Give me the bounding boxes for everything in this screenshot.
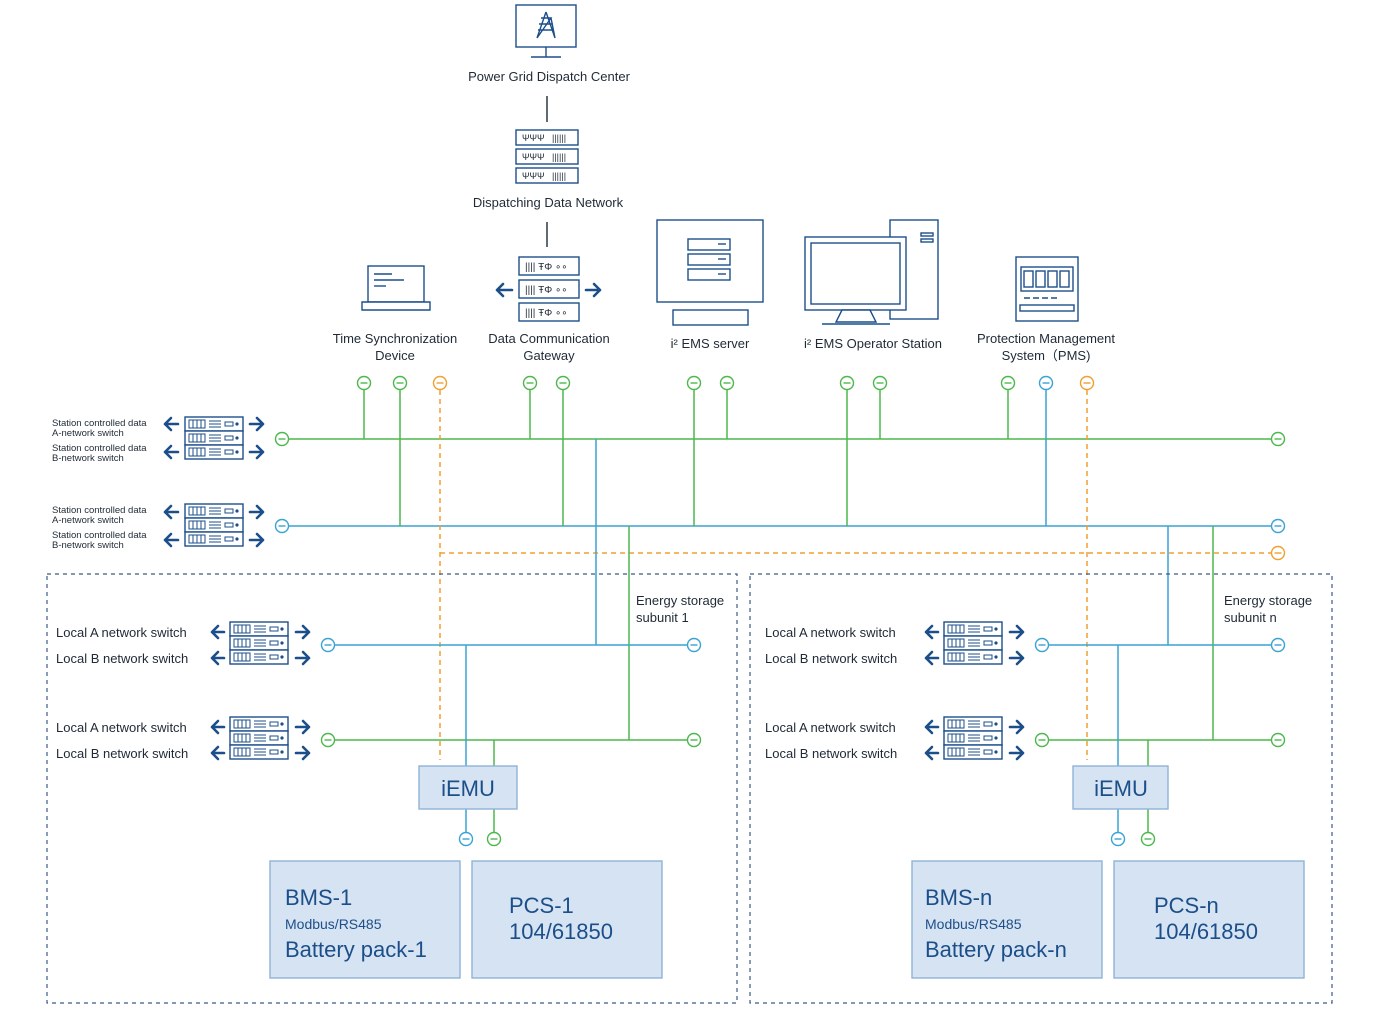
svg-text:||||||: |||||| <box>552 171 566 181</box>
svg-text:|||| ŦΦ ∘∘: |||| ŦΦ ∘∘ <box>525 262 568 273</box>
station-switch-b-label-2: B-network switch <box>52 453 124 464</box>
station-switch-b-label-4: B-network switch <box>52 540 124 551</box>
subunit-n-pcs-title: PCS-n <box>1154 893 1219 918</box>
station-switch-b-label-3: Station controlled data <box>52 530 147 541</box>
station-switch-a-label-2: A-network switch <box>52 428 124 439</box>
subunit-1-local-a-1: Local A network switch <box>56 625 187 640</box>
svg-text:ΨΨΨ: ΨΨΨ <box>522 133 545 143</box>
gateway-server-icon: |||| ŦΦ ∘∘ |||| ŦΦ ∘∘ |||| ŦΦ ∘∘ <box>518 256 580 322</box>
subunit-n-local-b-2: Local B network switch <box>765 746 897 761</box>
subunit-n-local-b-1: Local B network switch <box>765 651 897 666</box>
ems-server-icon <box>656 219 764 326</box>
subunit-n-iemu-box <box>1072 765 1169 810</box>
station-switch-group-1 <box>163 416 265 460</box>
time-sync-label-2: Device <box>375 348 415 363</box>
gateway-label-2: Gateway <box>523 348 575 363</box>
gateway-label-1: Data Communication <box>488 331 609 346</box>
svg-text:ΨΨΨ: ΨΨΨ <box>522 171 545 181</box>
pms-label-1: Protection Management <box>977 331 1115 346</box>
subunit-1-iemu-label: iEMU <box>441 776 495 801</box>
subunit-1-local-a-2: Local A network switch <box>56 720 187 735</box>
station-switch-a-label-1: Station controlled data <box>52 418 147 429</box>
subunit-1-pcs-title: PCS-1 <box>509 893 574 918</box>
dispatching-network-label: Dispatching Data Network <box>473 195 624 210</box>
svg-text:|||| ŦΦ ∘∘: |||| ŦΦ ∘∘ <box>525 308 568 319</box>
subunit-n-bms-box <box>911 860 1103 979</box>
subunit-1-bms-title: BMS-1 <box>285 885 352 910</box>
station-switch-b-label-1: Station controlled data <box>52 443 147 454</box>
subunit-n-local-a-1: Local A network switch <box>765 625 896 640</box>
subunit-n-iemu-label: iEMU <box>1094 776 1148 801</box>
pms-device-icon <box>1015 256 1079 322</box>
station-switch-a-label-4: A-network switch <box>52 515 124 526</box>
energy-storage-subunit-n: Energy storage subunit n Local A network… <box>749 573 1333 1004</box>
svg-text:|||| ŦΦ ∘∘: |||| ŦΦ ∘∘ <box>525 285 568 296</box>
ems-server-label: i² EMS server <box>671 336 750 351</box>
ems-operator-station-icon <box>804 219 939 325</box>
subunit-1-pcs-box <box>471 860 663 979</box>
subunit-1-iemu-box <box>418 765 518 810</box>
subunit-1-title-2: subunit 1 <box>636 610 689 625</box>
svg-text:ΨΨΨ: ΨΨΨ <box>522 152 545 162</box>
subunit-n-bms-protocol: Modbus/RS485 <box>925 916 1022 932</box>
dispatching-network-server-icon: ΨΨΨ |||||| ΨΨΨ |||||| ΨΨΨ |||||| <box>515 129 579 184</box>
energy-storage-subunit-1: Energy storage subunit 1 Local A network… <box>46 573 738 1004</box>
subunit-n-title-2: subunit n <box>1224 610 1277 625</box>
subunit-1-pcs-protocol: 104/61850 <box>509 919 613 944</box>
gateway-right-arrow-icon <box>584 282 602 298</box>
subunit-n-local-a-2: Local A network switch <box>765 720 896 735</box>
subunit-n-bms-title: BMS-n <box>925 885 992 910</box>
subunit-1-local-b-2: Local B network switch <box>56 746 188 761</box>
subunit-1-bms-pack: Battery pack-1 <box>285 937 427 962</box>
ems-operator-label: i² EMS Operator Station <box>804 336 942 351</box>
time-sync-laptop-icon <box>361 265 431 311</box>
svg-text:||||||: |||||| <box>552 133 566 143</box>
gateway-left-arrow-icon <box>495 282 514 298</box>
subunit-n-title-1: Energy storage <box>1224 593 1312 608</box>
subunit-1-bms-box <box>269 860 461 979</box>
subunit-n-pcs-box <box>1113 860 1305 979</box>
subunit-n-bms-pack: Battery pack-n <box>925 937 1067 962</box>
time-sync-label-1: Time Synchronization <box>333 331 458 346</box>
station-switch-a-label-3: Station controlled data <box>52 505 147 516</box>
station-switch-group-2 <box>163 504 265 548</box>
subunit-1-local-b-1: Local B network switch <box>56 651 188 666</box>
subunit-n-pcs-protocol: 104/61850 <box>1154 919 1258 944</box>
pms-label-2: System（PMS) <box>1002 348 1091 363</box>
svg-text:||||||: |||||| <box>552 152 566 162</box>
subunit-1-title-1: Energy storage <box>636 593 724 608</box>
dispatch-center-label: Power Grid Dispatch Center <box>468 69 631 84</box>
subunit-1-bms-protocol: Modbus/RS485 <box>285 916 382 932</box>
station-network-connections <box>288 390 1271 760</box>
dispatch-center-monitor-icon <box>515 4 577 58</box>
